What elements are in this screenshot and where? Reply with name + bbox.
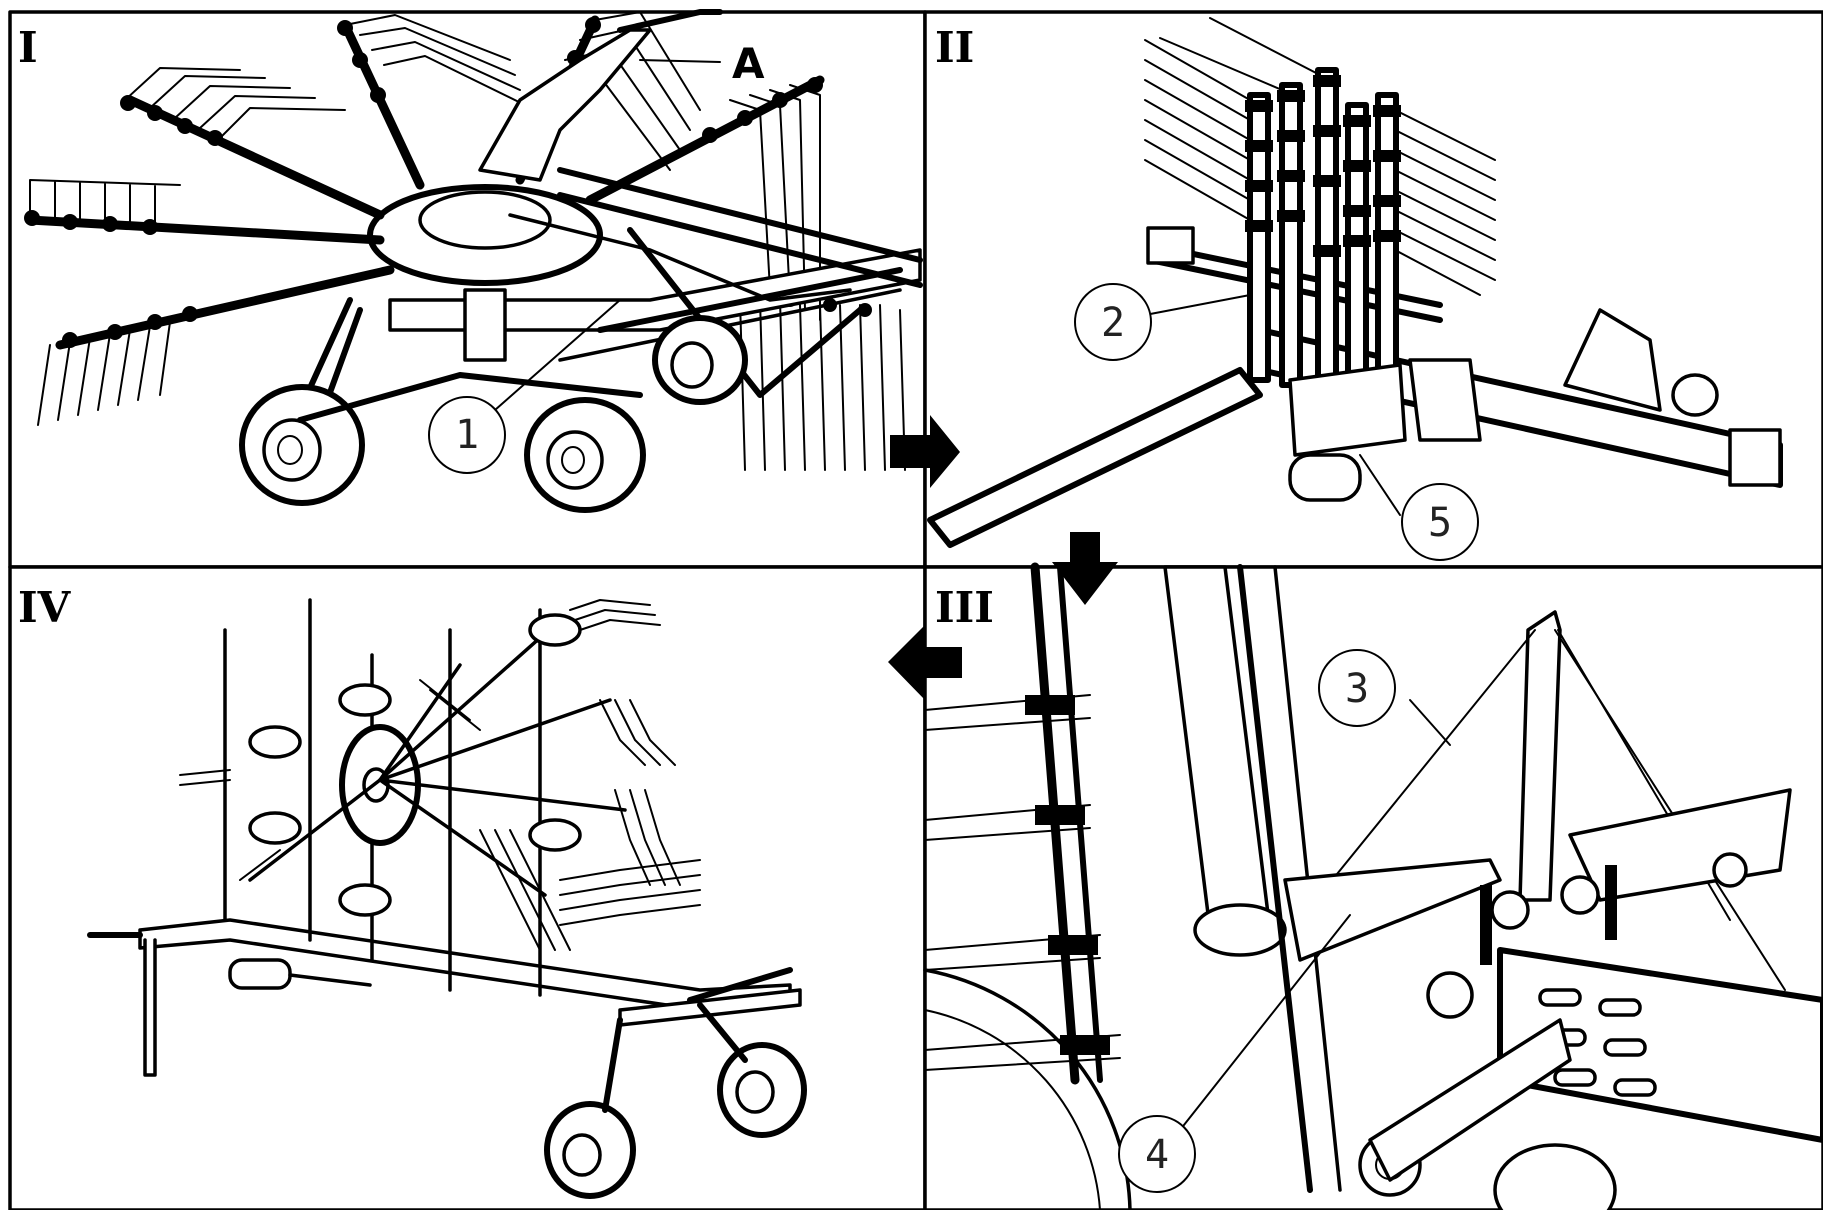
wheel — [717, 1042, 807, 1138]
callout-circle-2 — [1074, 283, 1152, 361]
tine-arm — [125, 95, 385, 220]
panel-label-III: III — [935, 583, 994, 632]
arrow-left-icon — [888, 625, 962, 700]
panel-I-drawing — [24, 9, 923, 513]
panel-label-II: II — [935, 23, 974, 72]
pto-shaft — [228, 958, 292, 990]
callout-label-A: A — [732, 39, 765, 88]
wheel — [524, 397, 646, 513]
panel-IV-drawing — [87, 598, 807, 1199]
callout-label-1: 1 — [455, 412, 479, 458]
callout-circle-4 — [1118, 1115, 1196, 1193]
callout-label-3: 3 — [1345, 666, 1369, 712]
wheel — [652, 315, 748, 405]
arrows — [888, 415, 1118, 700]
callout-label-2: 2 — [1101, 300, 1125, 346]
arrow-right-icon — [890, 415, 960, 488]
callout-circle-3 — [1318, 649, 1396, 727]
wheel — [239, 384, 365, 506]
tine-arm — [340, 20, 425, 190]
callout-circle-1 — [428, 396, 506, 474]
tine-arm — [25, 215, 385, 245]
panel-II-drawing — [927, 17, 1783, 561]
callout-label-4: 4 — [1145, 1132, 1169, 1178]
main-beam — [927, 367, 1263, 548]
wheel — [544, 1101, 636, 1199]
arrow-down-icon — [1052, 532, 1118, 605]
callout-circle-5 — [1401, 483, 1479, 561]
panel-label-I: I — [18, 23, 38, 72]
labels: I II III IV A 1 2 5 3 4 — [18, 23, 1452, 1178]
panel-label-IV: IV — [18, 583, 72, 632]
panel-III-drawing — [923, 562, 1823, 1210]
callout-label-5: 5 — [1428, 500, 1452, 546]
